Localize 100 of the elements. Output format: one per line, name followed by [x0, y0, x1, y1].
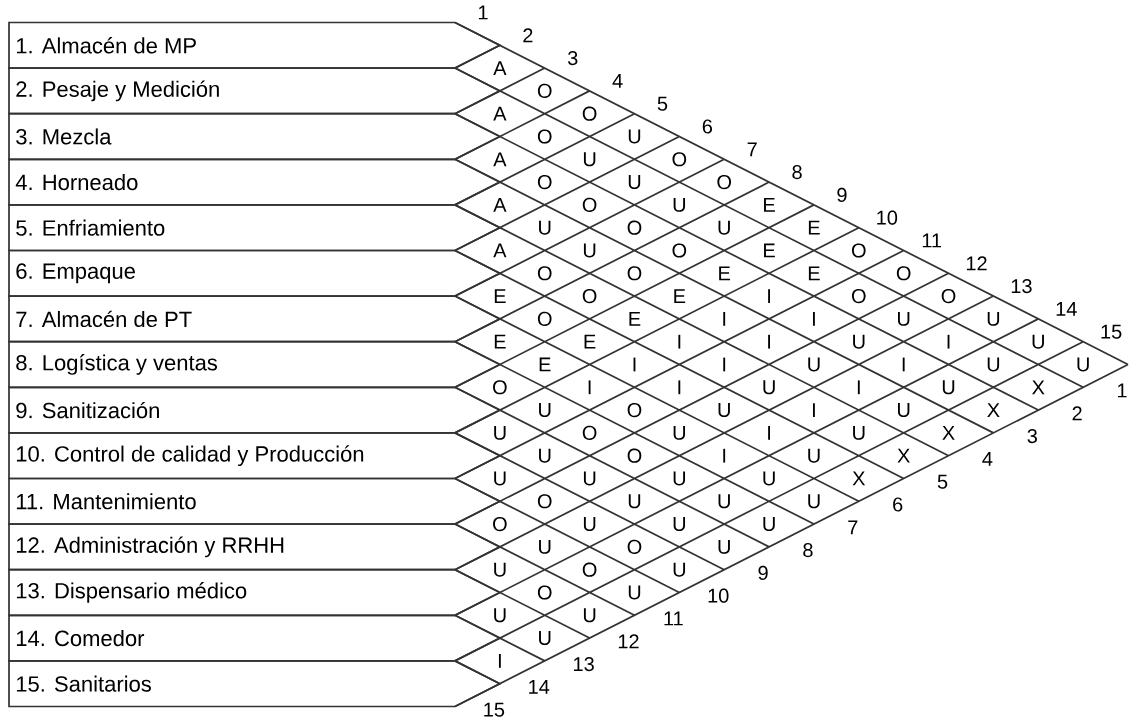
relationship-letter: U [583, 243, 596, 258]
relationship-letter: U [718, 220, 730, 235]
column-number: 4 [612, 74, 623, 88]
relationship-letter: X [987, 403, 1000, 417]
relationship-letter: U [898, 311, 910, 326]
relationship-letter: O [627, 266, 642, 281]
column-number: 13 [1011, 279, 1032, 294]
row-number: 12 [618, 634, 639, 649]
relationship-letter: O [582, 197, 597, 212]
relationship-letter: O [717, 175, 732, 190]
relationship-letter: O [537, 585, 552, 600]
row-number: 3 [1027, 429, 1037, 444]
relationship-letter: O [627, 220, 642, 235]
relationship-letter: I [768, 289, 770, 303]
relationship-letter: O [537, 83, 552, 98]
relationship-letter: X [1032, 380, 1045, 395]
relationship-letter: E [764, 198, 775, 212]
relationship-letter: U [763, 471, 775, 486]
relationship-letter: O [672, 152, 687, 167]
relationship-letter: O [537, 175, 552, 190]
relationship-letter: O [537, 129, 552, 144]
relationship-letter: U [1032, 334, 1044, 349]
relationship-letter: U [539, 220, 551, 235]
relationship-letter: U [539, 539, 551, 554]
relationship-letter: U [763, 517, 775, 532]
relationship-letter: U [583, 471, 596, 486]
row-number: 11 [664, 611, 683, 626]
relationship-letter: E [674, 289, 686, 303]
relationship-letter: U [718, 539, 730, 554]
column-number: 15 [1101, 324, 1122, 339]
column-number: 12 [966, 256, 987, 271]
relationship-letter: U [718, 494, 730, 509]
relationship-letter: O [582, 106, 597, 121]
relationship-letter: U [763, 380, 775, 395]
column-number: 3 [567, 51, 578, 66]
relationship-letter: U [583, 517, 596, 532]
relationship-letter: O [537, 266, 552, 281]
relationship-letter: U [808, 494, 820, 509]
row-number: 14 [529, 680, 550, 694]
relationship-letter: I [947, 334, 950, 349]
relationship-letter: X [942, 426, 955, 440]
relationship-letter: E [808, 220, 820, 235]
row-number: 1 [1117, 383, 1127, 398]
relationship-letter: E [764, 243, 775, 258]
relationship-letter: O [851, 289, 866, 304]
relationship-letter: I [723, 312, 726, 326]
relationship-letter: U [539, 403, 551, 418]
relationship-letter: I [723, 357, 726, 372]
relationship-letter: U [987, 311, 1000, 326]
relationship-letter: U [808, 357, 820, 372]
relationship-letter: I [678, 334, 681, 349]
relationship-letter: O [627, 448, 642, 463]
relationship-letter: U [673, 471, 685, 486]
relationship-letter: U [942, 380, 955, 395]
relationship-letter: U [853, 425, 865, 440]
row-number: 9 [758, 565, 768, 580]
relationship-letter: I [813, 403, 815, 417]
relationship-letter: U [628, 494, 641, 509]
column-number: 14 [1056, 302, 1077, 316]
relationship-letter: O [537, 311, 552, 326]
column-number: 2 [523, 28, 533, 43]
relationship-letter: I [723, 448, 726, 463]
row-number: 6 [893, 497, 903, 512]
relationship-letter: E [629, 312, 641, 326]
column-number: 8 [792, 165, 802, 180]
relationship-letter: I [678, 380, 681, 395]
column-number: 5 [657, 96, 668, 111]
relationship-letter: U [673, 197, 685, 212]
relationship-letter: U [808, 448, 820, 463]
relationship-letter: U [628, 129, 641, 144]
relationship-letter: O [627, 539, 642, 554]
column-number: 6 [702, 119, 712, 134]
relationship-letter: O [582, 425, 597, 440]
relationship-letter: X [897, 448, 910, 463]
relationship-letter: U [628, 585, 641, 600]
relationship-letter: O [537, 494, 552, 509]
relationship-letter: I [768, 334, 770, 349]
relationship-letter: I [588, 380, 591, 395]
row-number: 4 [982, 452, 993, 466]
relationship-letter: U [673, 425, 685, 440]
relationship-letter: I [633, 357, 636, 372]
relationship-letter: U [673, 562, 685, 577]
relationship-letter: O [582, 562, 597, 577]
relationship-letter: E [719, 266, 730, 281]
row-number: 13 [574, 657, 594, 672]
relationship-letter: O [851, 243, 866, 258]
relationship-letter: O [941, 289, 956, 304]
relationship-letter: U [628, 175, 641, 190]
relationship-letter: U [539, 448, 551, 463]
relationship-letter: I [813, 312, 815, 326]
relationship-letter: E [584, 334, 596, 349]
relationship-letter: E [539, 357, 551, 372]
relationship-letter: I [768, 426, 770, 440]
relationship-letter: U [987, 357, 1000, 372]
relationship-letter: U [539, 631, 551, 646]
relationship-letter: U [1077, 357, 1089, 372]
column-number: 1 [479, 5, 488, 20]
relationship-letter: U [718, 403, 730, 418]
relationship-letter: U [898, 403, 910, 418]
row-number: 7 [848, 520, 858, 535]
